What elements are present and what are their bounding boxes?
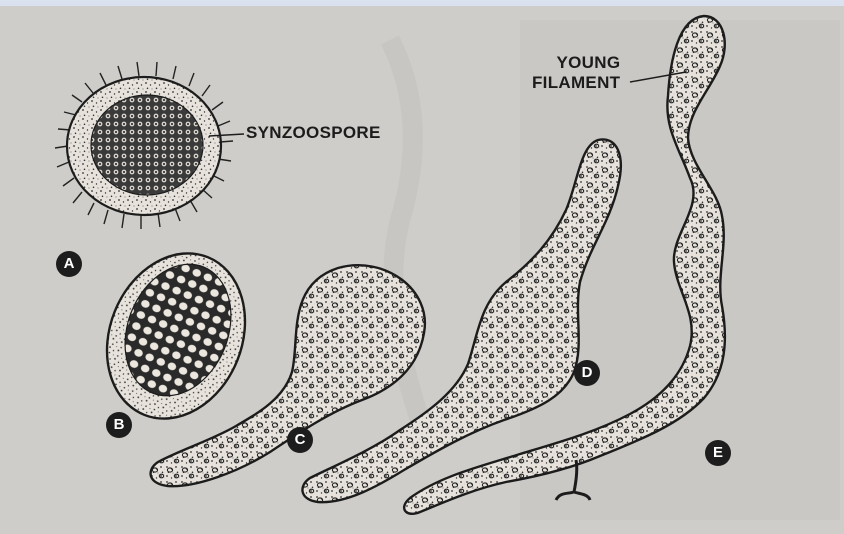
- stage-d-badge: D: [574, 360, 600, 386]
- synzoospore-label: SYNZOOSPORE: [246, 123, 381, 143]
- stage-e-badge: E: [705, 440, 731, 466]
- stage-c-badge: C: [287, 427, 313, 453]
- stage-a-synzoospore: [55, 62, 233, 229]
- stage-a-badge: A: [56, 251, 82, 277]
- stage-b-spore: [83, 232, 269, 439]
- young-filament-label: YOUNG FILAMENT: [532, 53, 620, 93]
- stage-b-badge: B: [106, 412, 132, 438]
